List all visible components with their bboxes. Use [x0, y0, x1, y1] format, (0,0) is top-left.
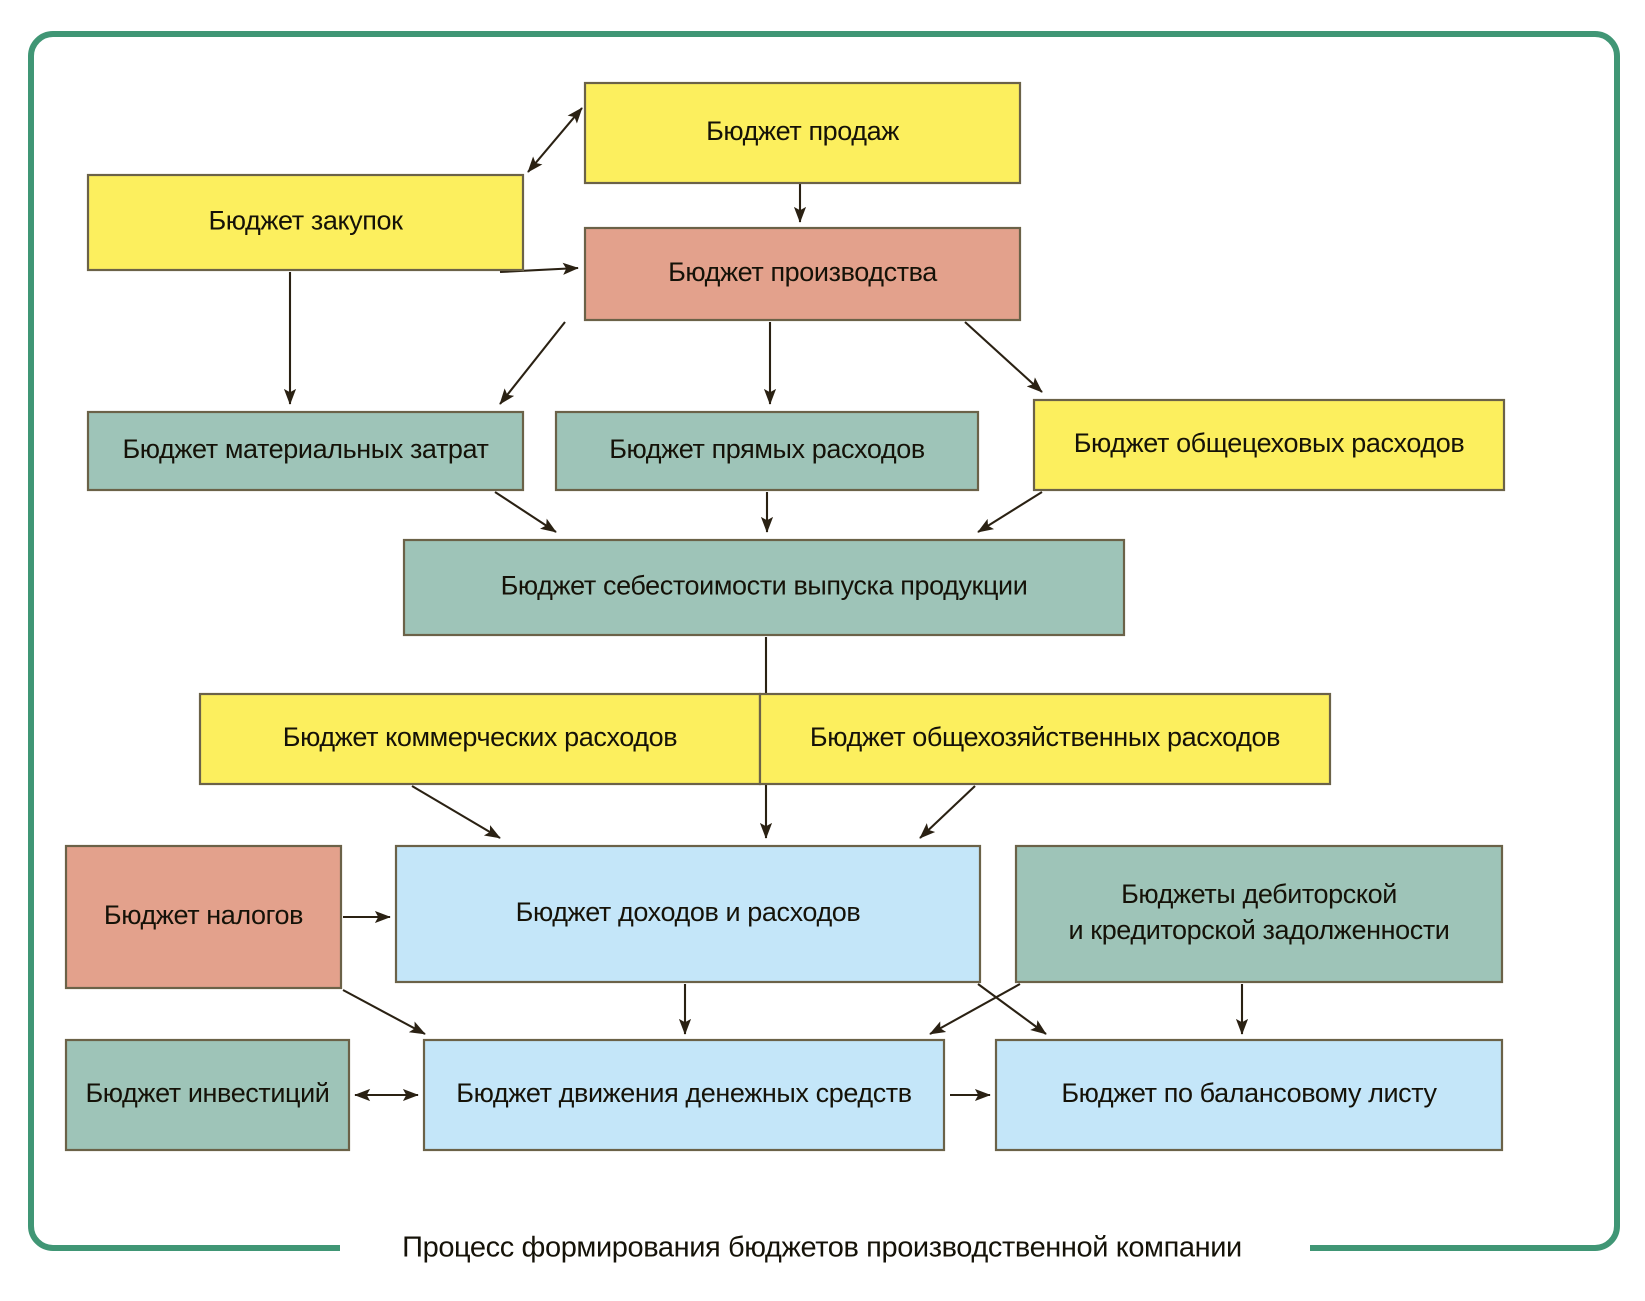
node-box-material[interactable] [86, 410, 525, 492]
edge-general-to-income [919, 785, 976, 839]
edge-receivables-to-cashflow [929, 983, 1021, 1035]
edge-taxes-to-cashflow [342, 989, 426, 1035]
node-overhead[interactable]: Бюджет общецеховых расходов [1032, 398, 1506, 492]
node-receivables[interactable]: Бюджеты дебиторской и кредиторской задолж… [1014, 844, 1504, 984]
node-general[interactable]: Бюджет общехозяйственных расходов [758, 692, 1332, 786]
node-purchases[interactable]: Бюджет закупок [86, 173, 525, 272]
node-box-cashflow[interactable] [422, 1038, 946, 1152]
node-label-investments: Бюджет инвестиций [85, 1078, 329, 1108]
node-investments[interactable]: Бюджет инвестиций [64, 1038, 351, 1152]
edge-purchases-to-sales [527, 107, 583, 173]
figure-caption: Процесс формирования бюджетов производст… [402, 1232, 1242, 1264]
node-sales[interactable]: Бюджет продаж [583, 81, 1022, 185]
node-label-cost: Бюджет себестоимости выпуска продукции [501, 571, 1028, 601]
node-label-commercial: Бюджет коммерческих расходов [283, 722, 677, 752]
node-income[interactable]: Бюджет доходов и расходов [394, 844, 982, 984]
node-cost[interactable]: Бюджет себестоимости выпуска продукции [402, 538, 1126, 637]
edge-purchases-to-production [499, 262, 579, 275]
node-label-receivables: и кредиторской задолженности [1069, 915, 1450, 945]
node-box-purchases[interactable] [86, 173, 525, 272]
node-direct[interactable]: Бюджет прямых расходов [554, 410, 980, 492]
node-label-balance: Бюджет по балансовому листу [1061, 1078, 1437, 1108]
node-label-sales: Бюджет продаж [706, 116, 899, 146]
node-box-commercial[interactable] [198, 692, 762, 786]
node-box-general[interactable] [758, 692, 1332, 786]
node-box-production[interactable] [583, 226, 1022, 322]
node-box-cost[interactable] [402, 538, 1126, 637]
node-label-direct: Бюджет прямых расходов [609, 434, 925, 464]
node-box-income[interactable] [394, 844, 982, 984]
edge-production-to-overhead [964, 321, 1043, 393]
node-commercial[interactable]: Бюджет коммерческих расходов [198, 692, 762, 786]
node-label-material: Бюджет материальных затрат [122, 434, 488, 464]
node-box-overhead[interactable] [1032, 398, 1506, 492]
edge-overhead-to-cost [977, 491, 1043, 533]
node-material[interactable]: Бюджет материальных затрат [86, 410, 525, 492]
node-box-balance[interactable] [994, 1038, 1504, 1152]
node-balance[interactable]: Бюджет по балансовому листу [994, 1038, 1504, 1152]
edge-commercial-to-income [411, 785, 501, 839]
node-label-overhead: Бюджет общецеховых расходов [1074, 428, 1465, 458]
node-production[interactable]: Бюджет производства [583, 226, 1022, 322]
node-box-receivables[interactable] [1014, 844, 1504, 984]
node-label-cashflow: Бюджет движения денежных средств [456, 1078, 911, 1108]
node-label-taxes: Бюджет налогов [104, 900, 303, 930]
node-box-sales[interactable] [583, 81, 1022, 185]
edge-material-to-cost [494, 491, 557, 533]
edge-production-to-material [499, 321, 566, 405]
node-box-direct[interactable] [554, 410, 980, 492]
node-label-purchases: Бюджет закупок [208, 206, 403, 236]
caption-backdrop [340, 1226, 1310, 1270]
node-cashflow[interactable]: Бюджет движения денежных средств [422, 1038, 946, 1152]
node-box-taxes[interactable] [64, 844, 343, 990]
node-label-income: Бюджет доходов и расходов [516, 897, 861, 927]
node-label-general: Бюджет общехозяйственных расходов [810, 722, 1280, 752]
edge-layer [283, 107, 1249, 1102]
node-box-investments[interactable] [64, 1038, 351, 1152]
node-label-production: Бюджет производства [668, 257, 938, 287]
node-label-receivables: Бюджеты дебиторской [1121, 879, 1397, 909]
edge-income-to-balance [977, 983, 1047, 1035]
node-taxes[interactable]: Бюджет налогов [64, 844, 343, 990]
